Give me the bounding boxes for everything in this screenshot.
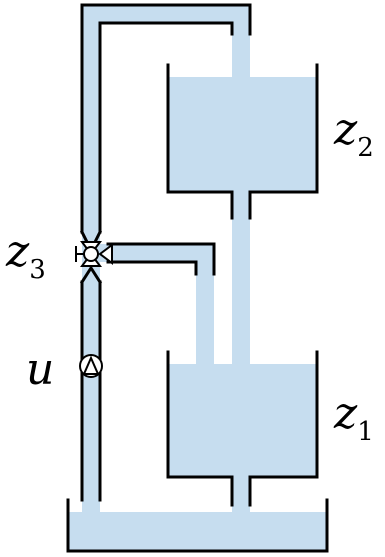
upper-tank-wall [166,63,319,220]
valve-label-main: z [5,226,30,277]
lower-outlet-water [232,477,250,512]
lower-tank-water [168,364,317,477]
outlines [66,3,329,553]
upper-inlet-water [232,23,250,77]
connecting-pipe-water [232,192,250,364]
upper-tank-label-main: z [333,104,358,155]
lower-tank-label-main: z [333,388,358,439]
inner-pipe-wall [98,21,234,234]
valve-triangle-right [98,243,113,265]
valve-label: z3 [5,226,46,285]
reservoir-water [68,512,327,551]
valve-symbol [75,241,113,267]
lower-tank-label: z1 [333,388,374,447]
upper-tank-water [168,77,317,192]
pump-symbol [79,354,103,378]
branch-down-water [196,262,214,364]
branch-pipe-water [100,244,214,262]
lower-tank-label-sub: 1 [357,417,374,447]
lower-tank-wall [166,350,319,507]
reservoir-wall [66,498,329,553]
top-pipe-water [82,5,250,23]
pump-label: u [26,344,54,395]
valve-label-sub: 3 [29,255,46,285]
upper-tank-label: z2 [333,104,374,163]
pump-arrow [82,355,100,375]
branch-pipe-wall [106,242,216,276]
valve-circle [83,246,99,262]
water-fill [68,5,327,551]
outer-pipe-wall [80,3,252,234]
upper-tank-label-sub: 2 [357,133,374,163]
lower-supply-pipe-wall [80,280,102,502]
